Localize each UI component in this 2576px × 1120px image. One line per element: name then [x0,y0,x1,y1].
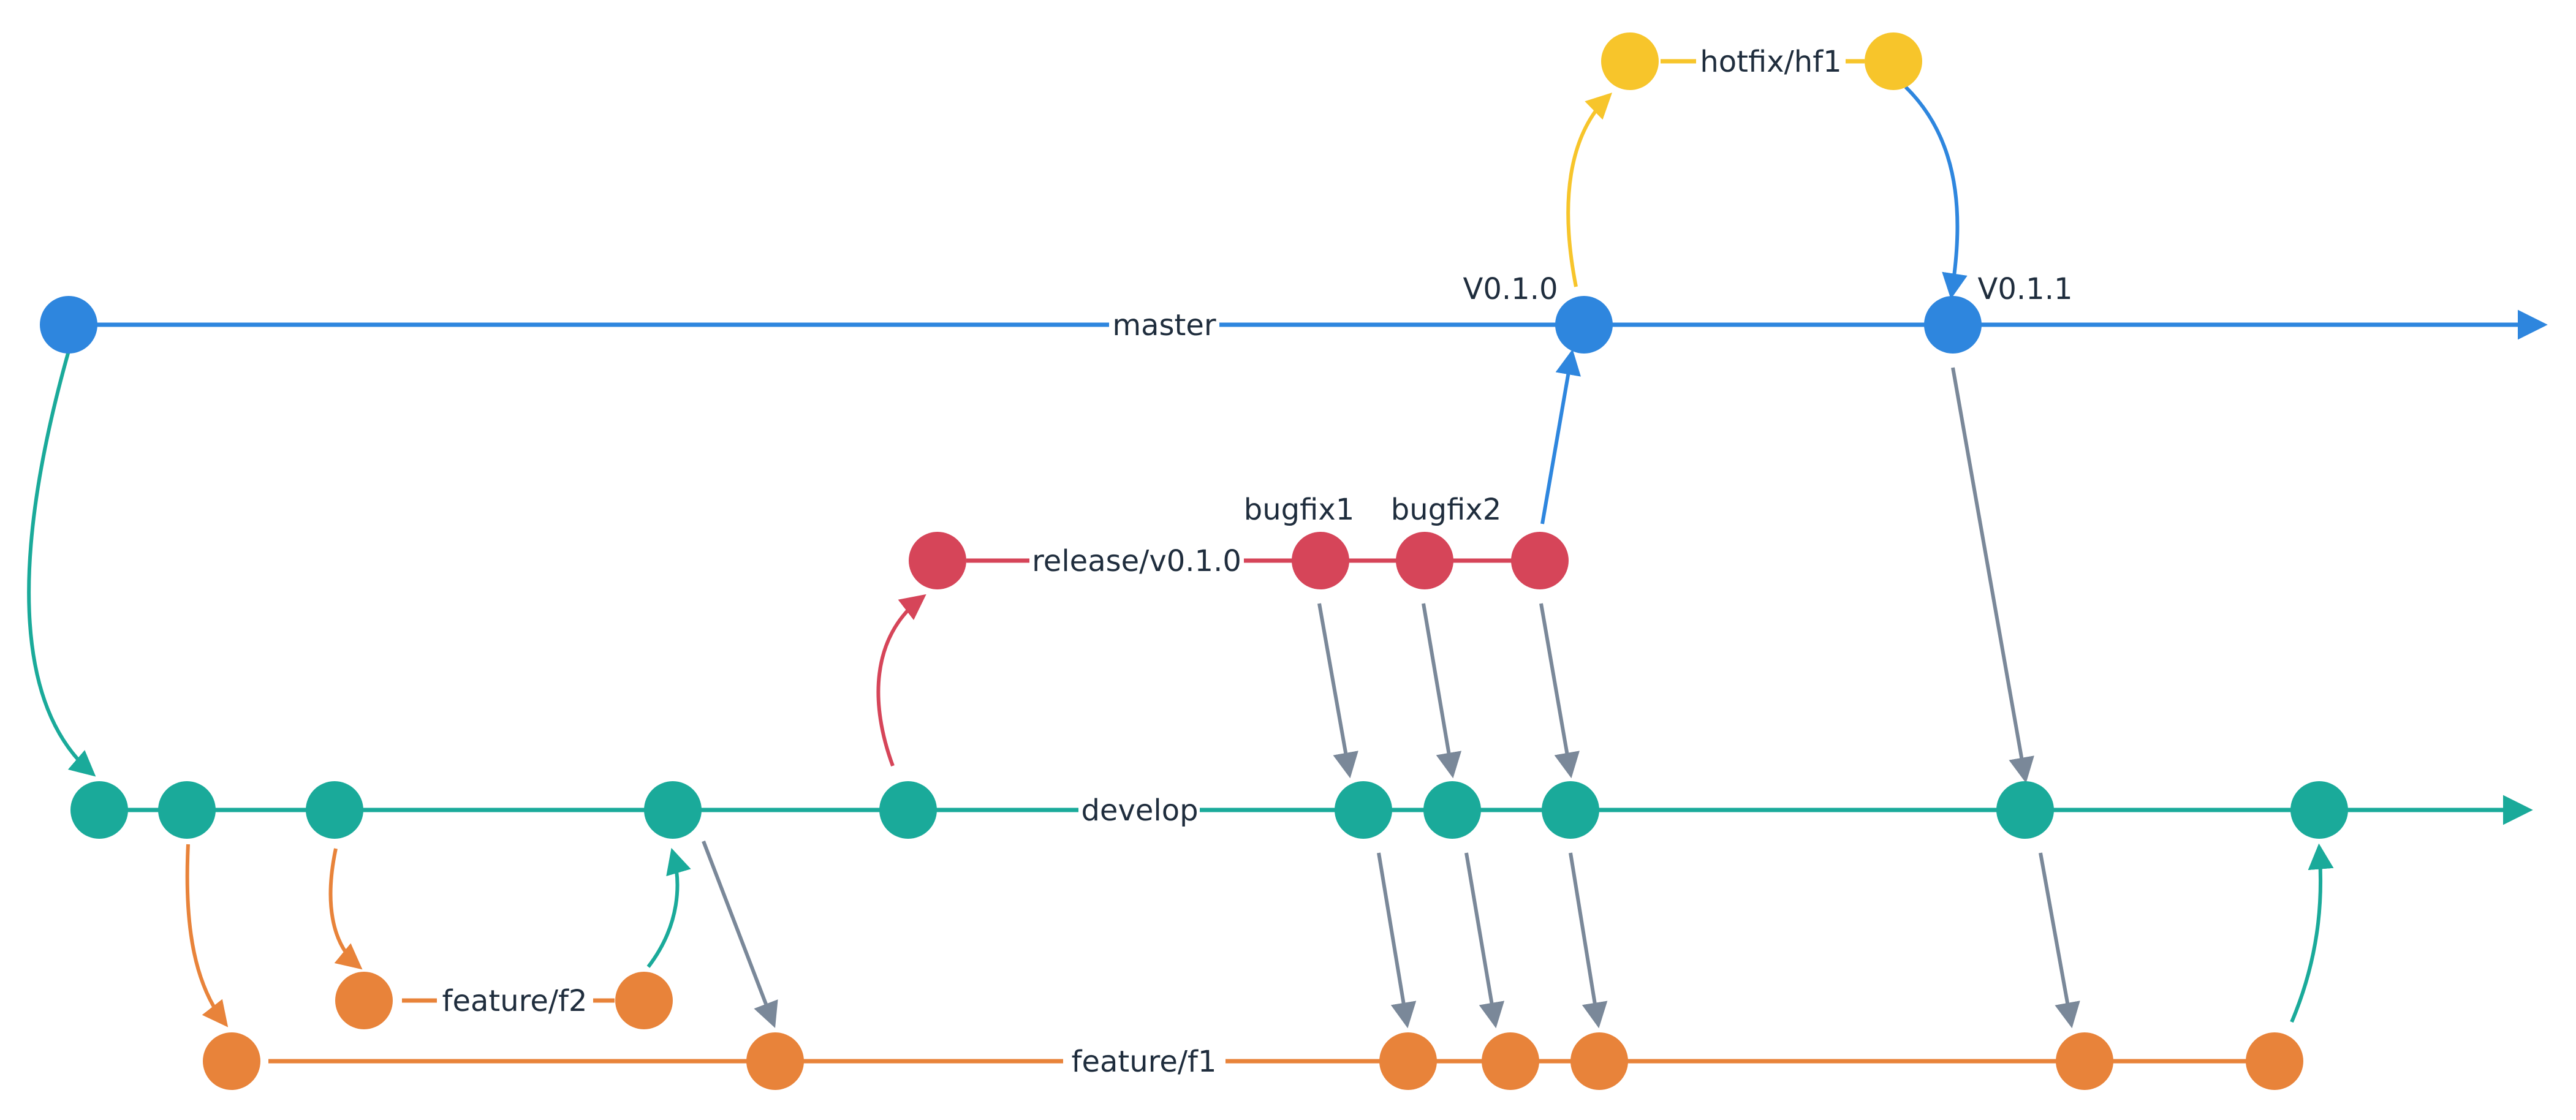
commit-release [1292,532,1349,589]
branch-label-develop: develop [1081,793,1198,828]
commit-feature-f1 [1482,1032,1539,1090]
commit-hotfix [1601,32,1659,90]
commit-develop [644,781,702,839]
connector-develop-to-feature-f1-6 [1569,852,1608,1029]
commit-develop [2290,781,2348,839]
connector-release-to-develop-1 [1317,603,1358,779]
commit-develop [70,781,128,839]
commit-feature-f1 [1379,1032,1437,1090]
commit-develop [1335,781,1392,839]
connector-develop-to-feature-f1-sync [702,840,778,1028]
connector-master-to-develop-back [1951,367,2034,784]
commit-release [1396,532,1453,589]
connector-develop-to-release [876,594,926,767]
commit-develop [879,781,937,839]
connector-master-to-develop [27,350,96,777]
commit-master [40,296,97,354]
connector-release-to-develop-2 [1422,603,1462,779]
connector-release-to-master [1540,349,1581,524]
connector-develop-to-feature-f2 [328,848,363,970]
commit-release [1511,532,1569,589]
connector-master-to-hotfix [1566,93,1613,287]
commit-develop [1996,781,2054,839]
connector-release-to-develop-3 [1539,603,1580,779]
commit-feature-f1 [746,1032,804,1090]
connector-feature-f1-to-develop [2290,843,2334,1023]
commit-feature-f2 [335,972,393,1029]
branch-label-feature-f1: feature/f1 [1072,1045,1217,1079]
commit-feature-f1 [2056,1032,2113,1090]
commit-feature-f1 [2246,1032,2303,1090]
commit-feature-f1 [203,1032,260,1090]
commit-develop [1542,781,1599,839]
connector-hotfix-to-master [1904,85,1968,300]
connector-develop-to-feature-f1-7 [2039,852,2080,1029]
branch-label-master: master [1112,308,1216,342]
commit-develop [1423,781,1481,839]
branch-label-release: release/v0.1.0 [1032,544,1241,578]
branch-label-hotfix: hotfix/hf1 [1700,45,1841,79]
commit-master [1924,296,1982,354]
commit-feature-f2 [615,972,673,1029]
annotation-bugfix2: bugfix2 [1391,493,1502,527]
connector-feature-f2-to-develop [646,847,691,968]
commit-develop [306,781,363,839]
connector-develop-to-feature-f1-4 [1377,852,1417,1029]
commit-master [1555,296,1613,354]
commit-develop [158,781,216,839]
connector-develop-to-feature-f1-5 [1464,852,1505,1029]
branch-label-feature-f2: feature/f2 [442,984,588,1018]
tag-label-v011: V0.1.1 [1978,272,2073,306]
commit-release [909,532,966,589]
commit-hotfix [1865,32,1922,90]
connector-develop-to-feature-f1 [185,844,229,1027]
commit-feature-f1 [1570,1032,1628,1090]
annotation-bugfix1: bugfix1 [1244,493,1355,527]
tag-label-v010: V0.1.0 [1463,272,1558,306]
